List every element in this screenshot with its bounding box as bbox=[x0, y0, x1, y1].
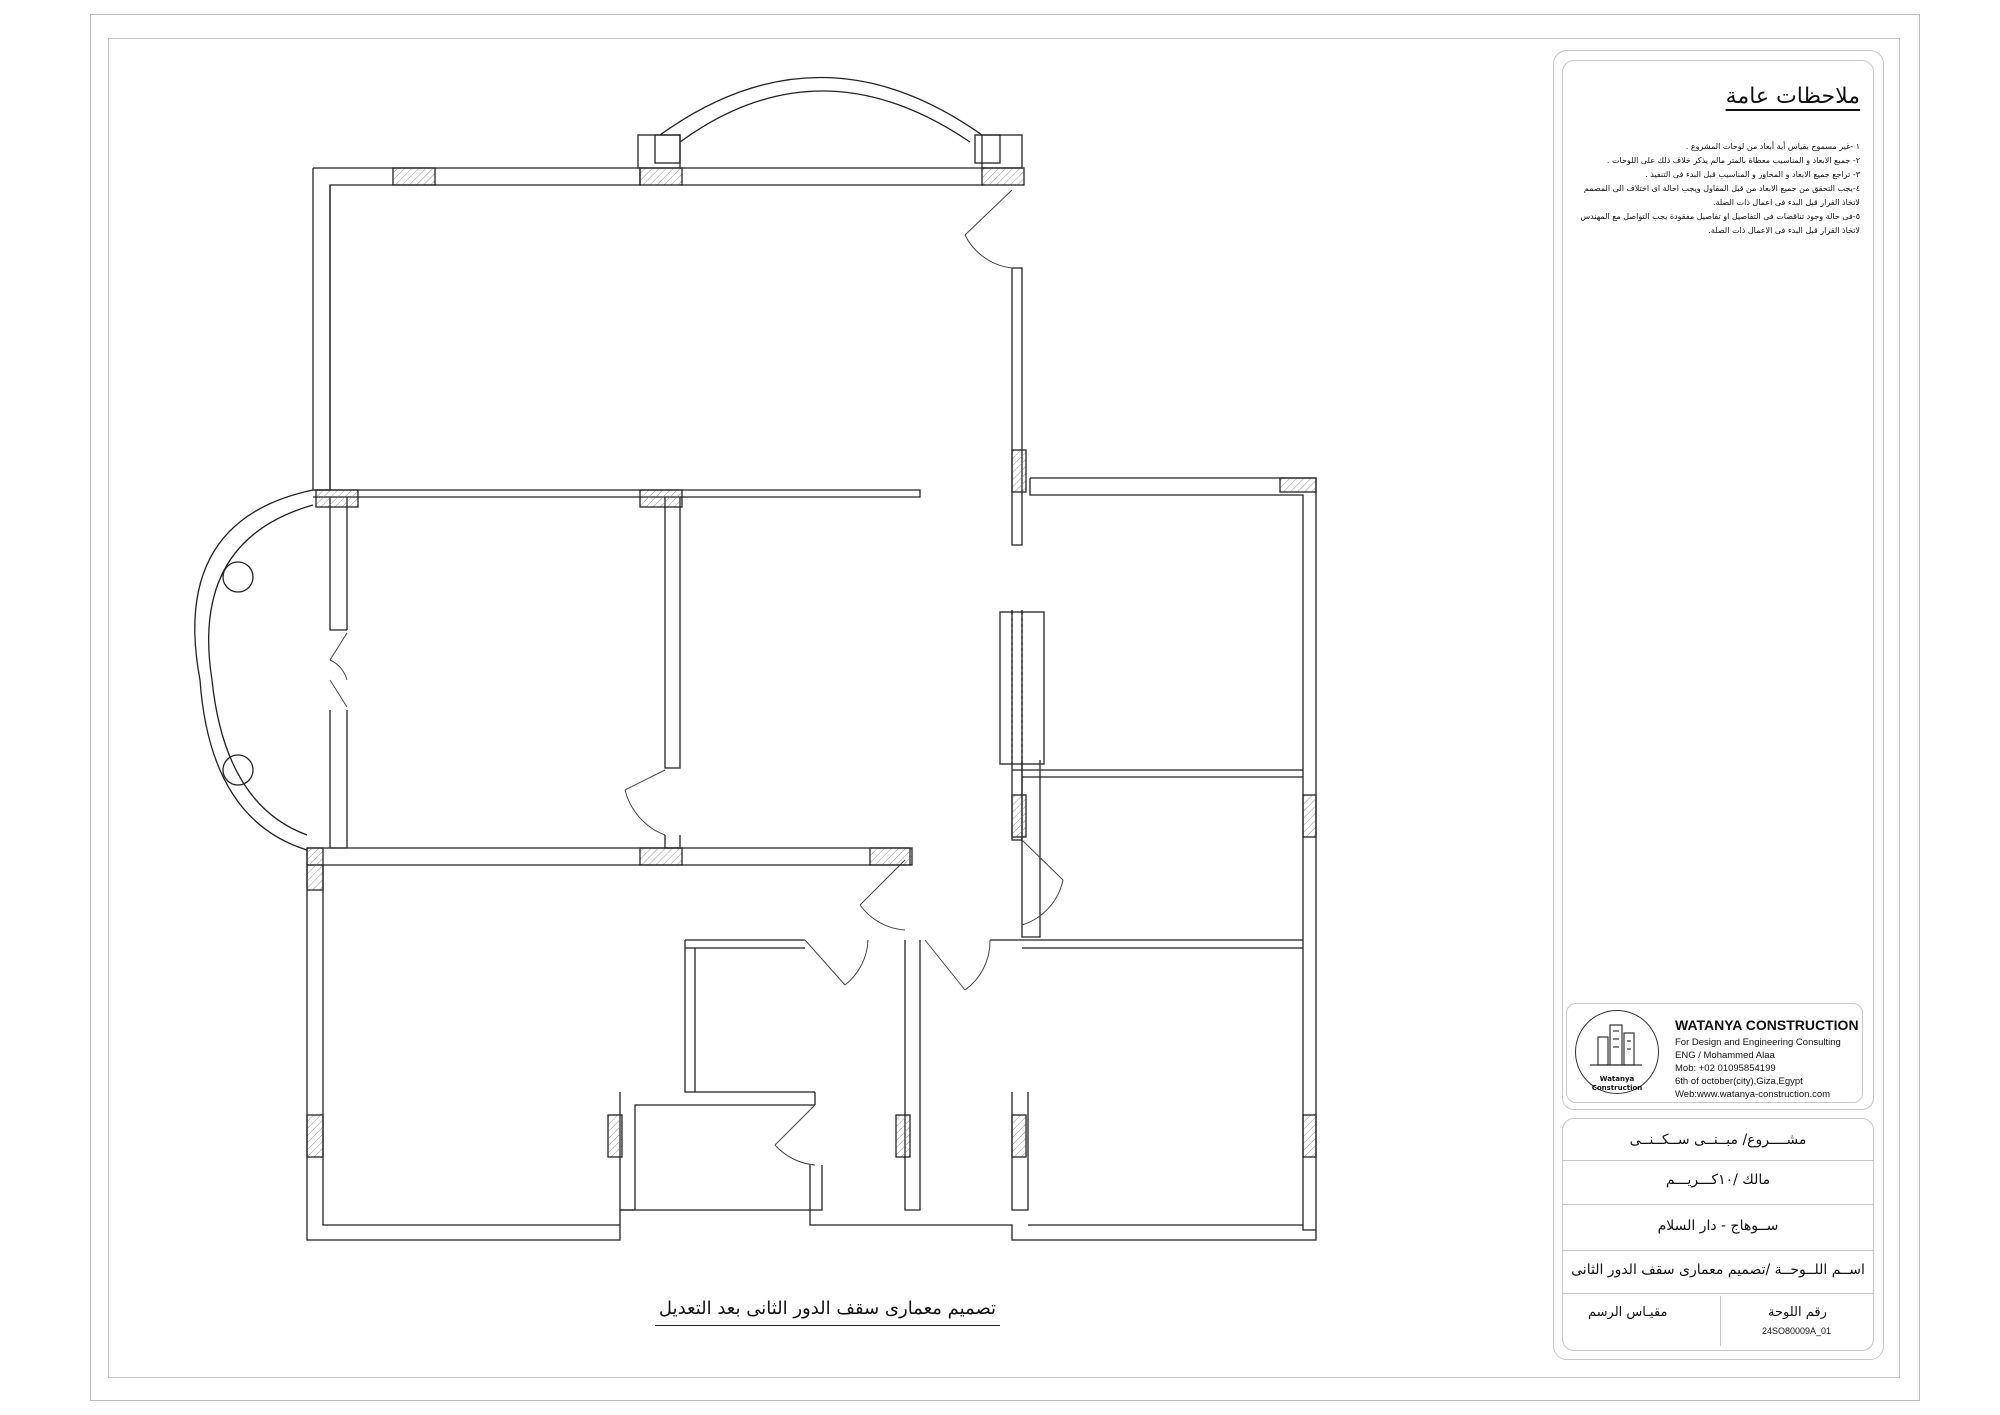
building-icon bbox=[1590, 1024, 1642, 1066]
company-name: WATANYA CONSTRUCTION bbox=[1675, 1017, 1859, 1033]
company-engineer: ENG / Mohammed Alaa bbox=[1675, 1050, 1775, 1061]
title-block-divider bbox=[1562, 1250, 1874, 1251]
company-box bbox=[1566, 1003, 1863, 1103]
note-item: ٢- جميع الابعاد و المناسيب معطاة بالمتر … bbox=[1606, 156, 1860, 165]
logo-caption-line-2: Construction bbox=[1591, 1084, 1643, 1092]
title-block-divider bbox=[1562, 1160, 1874, 1161]
note-item: ٥-فى حالة وجود تناقضات فى التفاصيل او تف… bbox=[1580, 212, 1860, 221]
title-block-divider bbox=[1562, 1204, 1874, 1205]
company-mobile: Mob: +02 01095854199 bbox=[1675, 1063, 1776, 1074]
note-item: ١ -غير مسموح بقياس أية أبعاد من لوحات ال… bbox=[1685, 142, 1860, 151]
general-notes-list: ١ -غير مسموح بقياس أية أبعاد من لوحات ال… bbox=[1580, 140, 1860, 238]
notes-panel bbox=[1562, 60, 1874, 1110]
stair-shaft bbox=[999, 611, 1045, 765]
window-openings bbox=[306, 167, 1317, 1158]
info-panel bbox=[1553, 50, 1884, 1360]
project-location: ســوهاج - دار السلام bbox=[1657, 1218, 1779, 1234]
bay-window-left bbox=[194, 489, 314, 851]
plan-title: تصميم معمارى سقف الدور الثانى بعد التعدي… bbox=[655, 1298, 1000, 1326]
note-item: ٣- تراجع جميع الابعاد و المحاور و المناس… bbox=[1645, 170, 1860, 179]
sheet-number: 24SO80009A_01 bbox=[1762, 1326, 1832, 1336]
scale-label: مقيـاس الرسم bbox=[1588, 1305, 1668, 1320]
sheet-inner-border bbox=[108, 38, 1900, 1378]
company-website: Web:www.watanya-construction.com bbox=[1675, 1089, 1831, 1100]
project-name: مشــــروع/ مبــنــى ســكــنــى bbox=[1629, 1132, 1807, 1148]
sheet-name: اســم اللــوحــة /تصميم معمارى سقف الدور… bbox=[1571, 1262, 1865, 1278]
company-tagline: For Design and Engineering Consulting bbox=[1675, 1037, 1841, 1048]
title-block-divider bbox=[1562, 1293, 1874, 1294]
bay-window-top bbox=[654, 76, 1001, 164]
sheet-outer-border bbox=[90, 14, 1920, 1401]
owner-name: مالك /١٠كـــريـــم bbox=[1665, 1172, 1771, 1188]
exterior-walls bbox=[306, 134, 1317, 1241]
interior-walls bbox=[307, 489, 1303, 1211]
title-block bbox=[1562, 1118, 1874, 1351]
note-item: ٤-يجب التحقق من جميع الابعاد من قبل المق… bbox=[1583, 184, 1860, 193]
logo-caption-line-1: Watanya bbox=[1599, 1075, 1635, 1083]
general-notes-title: ملاحظات عامة bbox=[1725, 84, 1860, 109]
note-item: لاتخاذ القرار قبل البدء فى اعمال ذات الص… bbox=[1712, 198, 1860, 207]
company-logo bbox=[1575, 1010, 1659, 1094]
title-block-vertical-divider bbox=[1720, 1296, 1721, 1346]
sheet-number-label: رقم اللوحة bbox=[1768, 1305, 1827, 1320]
door-swings bbox=[329, 189, 1064, 1166]
company-address: 6th of october(city),Giza,Egypt bbox=[1675, 1076, 1803, 1087]
logo-caption: Watanya Construction bbox=[1575, 1075, 1659, 1093]
note-item: لاتخاذ القرار قبل البدء فى الاعمال ذات ا… bbox=[1708, 226, 1860, 235]
